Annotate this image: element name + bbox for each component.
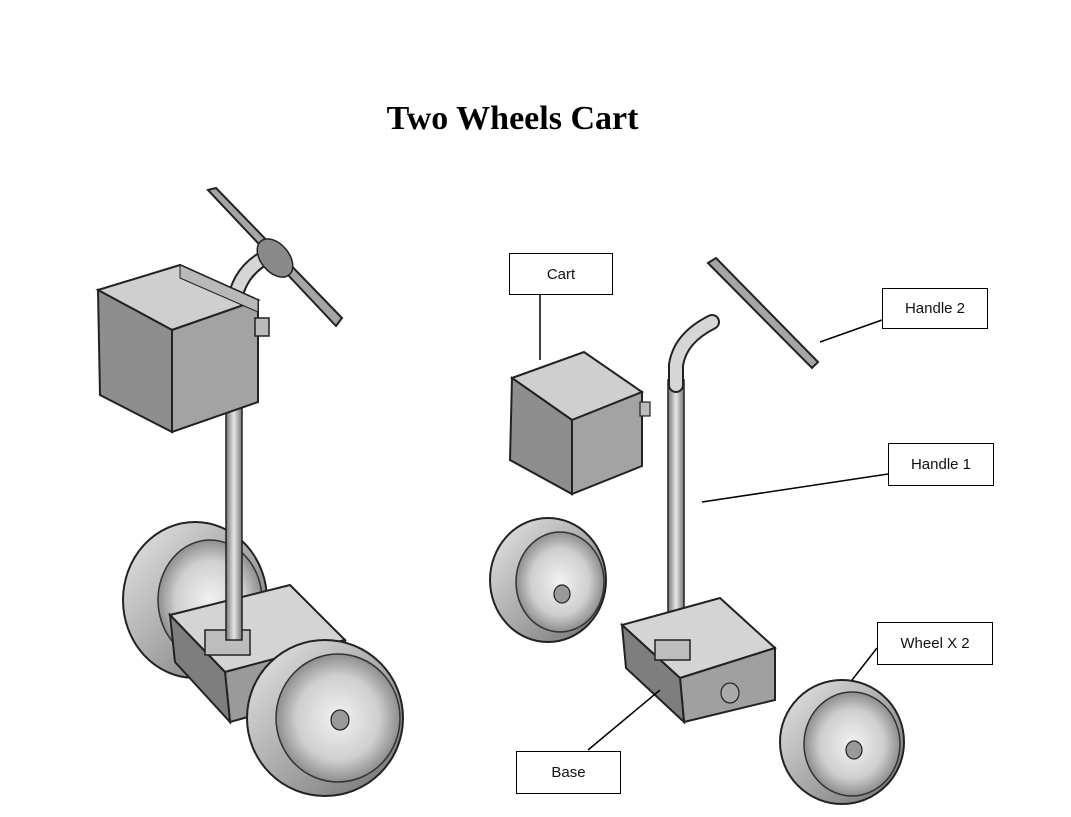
label-wheel: Wheel X 2 (877, 622, 993, 665)
leader-line-base (587, 689, 661, 751)
exploded-handle-1 (667, 314, 720, 651)
assembled-handle-bar (206, 186, 344, 328)
exploded-base (619, 596, 777, 725)
label-handle-2: Handle 2 (882, 288, 988, 329)
label-handle-1: Handle 1 (888, 443, 994, 486)
leader-line-handle-1 (701, 473, 889, 503)
assembled-front-wheel (246, 639, 404, 797)
assembled-cart (95, 186, 404, 797)
label-base: Base (516, 751, 621, 794)
leader-line-wheel (851, 647, 878, 681)
exploded-cart (508, 350, 651, 496)
exploded-wheel-left (489, 517, 607, 643)
assembled-basket (95, 263, 270, 434)
leader-line-handle-2 (819, 319, 883, 343)
exploded-handle-2 (706, 256, 820, 370)
exploded-wheel-right (779, 679, 905, 805)
diagram-title: Two Wheels Cart (386, 100, 639, 137)
leader-lines (539, 295, 889, 751)
label-cart: Cart (509, 253, 613, 295)
